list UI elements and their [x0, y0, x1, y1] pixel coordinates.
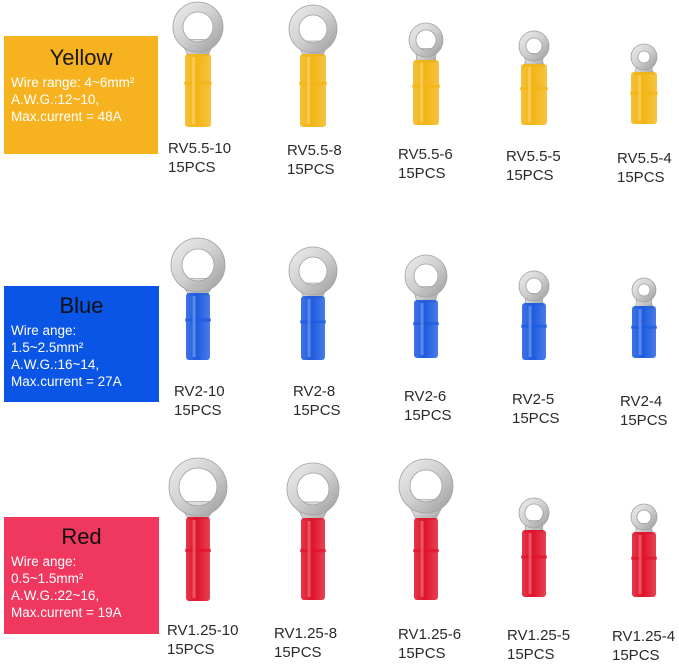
ring-terminal-image [518, 30, 550, 125]
panel-title: Yellow [49, 45, 113, 70]
terminal-model-label: RV1.25-10 [167, 622, 239, 639]
terminal-quantity-label: 15PCS [398, 165, 446, 182]
ring-terminal-image [172, 1, 224, 127]
terminal-model-label: RV1.25-6 [398, 626, 462, 643]
ring-terminal-image [288, 246, 338, 360]
terminal-model-label: RV1.25-8 [274, 625, 338, 642]
ring-terminal-image [408, 22, 444, 125]
terminal-quantity-label: 15PCS [274, 644, 322, 661]
ring-terminal-image [631, 277, 657, 358]
terminal-quantity-label: 15PCS [404, 407, 452, 424]
terminal-model-label: RV2-5 [512, 391, 555, 408]
terminal-model-label: RV5.5-8 [287, 142, 342, 159]
spec-line: Wire range: 4~6mm² [11, 75, 135, 90]
ring-terminal-image [630, 43, 658, 124]
terminal-model-label: RV2-4 [620, 393, 663, 410]
terminal-quantity-label: 15PCS [293, 402, 341, 419]
terminal-quantity-label: 15PCS [507, 646, 555, 663]
ring-terminal-image [518, 270, 550, 360]
panel-title: Blue [59, 293, 104, 318]
terminal-model-label: RV2-10 [174, 383, 225, 400]
spec-line: Max.current = 27A [11, 374, 122, 389]
ring-terminal-image [170, 237, 226, 360]
spec-line: 1.5~2.5mm² [11, 340, 84, 355]
ring-terminal-image [398, 458, 454, 600]
terminal-quantity-label: 15PCS [167, 641, 215, 658]
spec-line: Max.current = 48A [11, 109, 122, 124]
spec-line: 0.5~1.5mm² [11, 571, 84, 586]
terminal-quantity-label: 15PCS [512, 410, 560, 427]
spec-line: Wire ange: [11, 323, 77, 338]
terminal-quantity-label: 15PCS [287, 161, 335, 178]
ring-terminal-image [168, 457, 228, 601]
terminal-quantity-label: 15PCS [174, 402, 222, 419]
terminal-quantity-label: 15PCS [506, 167, 554, 184]
spec-line: A.W.G.:12~10, [11, 92, 100, 107]
ring-terminal-image [286, 462, 340, 600]
terminal-quantity-label: 15PCS [620, 412, 668, 429]
ring-terminal-image [288, 4, 338, 127]
spec-line: A.W.G.:16~14, [11, 357, 100, 372]
terminal-model-label: RV2-6 [404, 388, 447, 405]
ring-terminal-image [404, 254, 448, 358]
terminal-quantity-label: 15PCS [612, 647, 660, 664]
spec-line: A.W.G.:22~16, [11, 588, 100, 603]
terminal-model-label: RV5.5-5 [506, 148, 561, 165]
panel-title: Red [61, 524, 102, 549]
terminal-model-label: RV5.5-6 [398, 146, 453, 163]
ring-terminal-image [630, 503, 658, 597]
terminal-model-label: RV1.25-4 [612, 628, 676, 645]
terminal-model-label: RV5.5-4 [617, 150, 672, 167]
ring-terminal-image [518, 497, 550, 597]
terminal-model-label: RV2-8 [293, 383, 336, 400]
spec-line: Max.current = 19A [11, 605, 122, 620]
terminal-model-label: RV5.5-10 [168, 140, 232, 157]
terminal-quantity-label: 15PCS [398, 645, 446, 662]
terminal-model-label: RV1.25-5 [507, 627, 571, 644]
terminal-quantity-label: 15PCS [617, 169, 665, 186]
terminal-quantity-label: 15PCS [168, 159, 216, 176]
spec-line: Wire ange: [11, 554, 77, 569]
